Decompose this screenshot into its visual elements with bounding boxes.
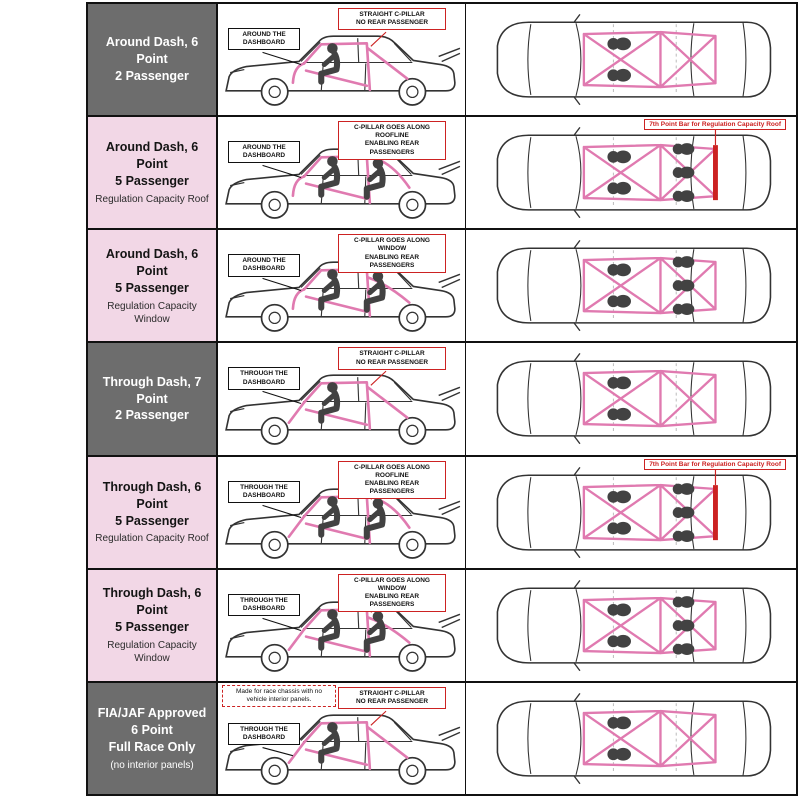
row-label-cell: Through Dash, 6 Point 5 Passenger Regula… <box>88 569 218 681</box>
row-label-cell: Around Dash, 6 Point 2 Passenger <box>88 4 218 116</box>
top-view-cell <box>466 4 796 115</box>
top-view-cell <box>466 343 796 454</box>
dash-annotation: THROUGH THE DASHBOARD <box>228 480 300 503</box>
car-top-view-drawing <box>496 13 772 106</box>
table-row: Around Dash, 6 Point 5 Passenger Regulat… <box>88 230 796 344</box>
row-subtitle: Regulation Capacity Roof <box>95 194 209 206</box>
seventh-point-note: 7th Point Bar for Regulation Capacity Ro… <box>644 119 786 131</box>
car-side-view-drawing <box>225 371 461 446</box>
dash-annotation: AROUND THE DASHBOARD <box>228 28 300 51</box>
dash-annotation: THROUGH THE DASHBOARD <box>228 593 300 616</box>
row-title-line: 5 Passenger <box>115 280 189 295</box>
dash-annotation: AROUND THE DASHBOARD <box>228 141 300 164</box>
table-row: Around Dash, 6 Point 5 Passenger Regulat… <box>88 117 796 231</box>
pillar-annotation: C-PILLAR GOES ALONG ROOFLINE ENABLING RE… <box>338 121 446 160</box>
top-view-cell <box>466 230 796 341</box>
dash-annotation: AROUND THE DASHBOARD <box>228 254 300 277</box>
row-label-cell: Around Dash, 6 Point 5 Passenger Regulat… <box>88 117 218 229</box>
table-row: Through Dash, 6 Point 5 Passenger Regula… <box>88 569 796 683</box>
pillar-annotation: STRAIGHT C-PILLAR NO REAR PASSENGER <box>338 686 446 710</box>
pillar-annotation: C-PILLAR GOES ALONG WINDOW ENABLING REAR… <box>338 573 446 613</box>
row-title-line: Full Race Only <box>108 739 196 754</box>
pillar-annotation: STRAIGHT C-PILLAR NO REAR PASSENGER <box>338 8 446 31</box>
row-title-line: Around Dash, 6 Point <box>105 247 199 278</box>
side-view-cell: THROUGH THE DASHBOARD STRAIGHT C-PILLAR … <box>218 343 466 455</box>
side-view-cell: THROUGH THE DASHBOARD STRAIGHT C-PILLAR … <box>218 682 466 794</box>
dash-annotation: THROUGH THE DASHBOARD <box>228 367 300 390</box>
row-label-cell: Around Dash, 6 Point 5 Passenger Regulat… <box>88 230 218 342</box>
car-top-view-drawing <box>496 692 772 785</box>
car-side-view-drawing <box>225 258 461 333</box>
top-view-cell: 7th Point Bar for Regulation Capacity Ro… <box>466 117 796 228</box>
side-view-cell: AROUND THE DASHBOARD STRAIGHT C-PILLAR N… <box>218 4 466 116</box>
car-top-view-drawing <box>496 579 772 671</box>
row-subtitle: Regulation Capacity Roof <box>95 533 209 545</box>
car-side-view-drawing <box>225 710 461 785</box>
car-top-view-drawing <box>496 240 772 332</box>
row-title-line: FIA/JAF Approved <box>97 706 207 721</box>
row-title-line: Around Dash, 6 Point <box>105 140 199 172</box>
top-view-cell <box>466 683 796 794</box>
race-note: Made for race chassis with no vehicle in… <box>222 684 336 708</box>
car-side-view-drawing <box>225 484 461 559</box>
roll-cage-configuration-table: Around Dash, 6 Point 2 Passenger AROUND … <box>86 2 798 796</box>
side-view-cell: AROUND THE DASHBOARD C-PILLAR GOES ALONG… <box>218 117 466 229</box>
row-label-cell: Through Dash, 6 Point 5 Passenger Regula… <box>88 456 218 568</box>
pillar-annotation: C-PILLAR GOES ALONG WINDOW ENABLING REAR… <box>338 234 446 273</box>
row-label-cell: FIA/JAF Approved 6 Point Full Race Only … <box>88 682 218 794</box>
car-side-view-drawing <box>225 31 461 106</box>
row-subtitle: Regulation Capacity Window <box>107 640 197 665</box>
row-title-line: Through Dash, 6 Point <box>102 479 202 511</box>
row-title-line: 5 Passenger <box>115 513 189 528</box>
top-view-cell: 7th Point Bar for Regulation Capacity Ro… <box>466 457 796 568</box>
row-title-line: 5 Passenger <box>115 620 189 635</box>
row-subtitle: (no interior panels) <box>110 759 194 771</box>
row-title-line: Through Dash, 7 Point <box>102 374 202 406</box>
row-title-line: 6 Point <box>131 722 173 737</box>
table-row: Through Dash, 7 Point 2 Passenger THROUG… <box>88 343 796 457</box>
row-subtitle: Regulation Capacity Window <box>107 300 197 325</box>
car-top-view-drawing <box>496 123 772 219</box>
dash-annotation: THROUGH THE DASHBOARD <box>228 722 300 746</box>
row-title-line: Through Dash, 6 Point <box>102 586 202 618</box>
seventh-point-note: 7th Point Bar for Regulation Capacity Ro… <box>644 458 786 470</box>
car-top-view-drawing <box>496 353 772 445</box>
row-title-line: Around Dash, 6 Point <box>105 35 199 67</box>
pillar-annotation: STRAIGHT C-PILLAR NO REAR PASSENGER <box>338 347 446 370</box>
side-view-cell: THROUGH THE DASHBOARD C-PILLAR GOES ALON… <box>218 456 466 568</box>
side-view-cell: THROUGH THE DASHBOARD C-PILLAR GOES ALON… <box>218 569 466 681</box>
car-side-view-drawing <box>225 144 461 220</box>
table-row: Around Dash, 6 Point 2 Passenger AROUND … <box>88 4 796 118</box>
row-title-line: 2 Passenger <box>115 408 189 423</box>
row-title-line: 5 Passenger <box>115 174 189 189</box>
top-view-cell <box>466 570 796 681</box>
car-top-view-drawing <box>496 463 772 558</box>
row-title-line: 2 Passenger <box>115 69 189 83</box>
table-row: FIA/JAF Approved 6 Point Full Race Only … <box>88 682 796 794</box>
row-label-cell: Through Dash, 7 Point 2 Passenger <box>88 343 218 455</box>
pillar-annotation: C-PILLAR GOES ALONG ROOFLINE ENABLING RE… <box>338 460 446 500</box>
side-view-cell: AROUND THE DASHBOARD C-PILLAR GOES ALONG… <box>218 230 466 342</box>
table-row: Through Dash, 6 Point 5 Passenger Regula… <box>88 456 796 570</box>
car-side-view-drawing <box>225 597 461 672</box>
